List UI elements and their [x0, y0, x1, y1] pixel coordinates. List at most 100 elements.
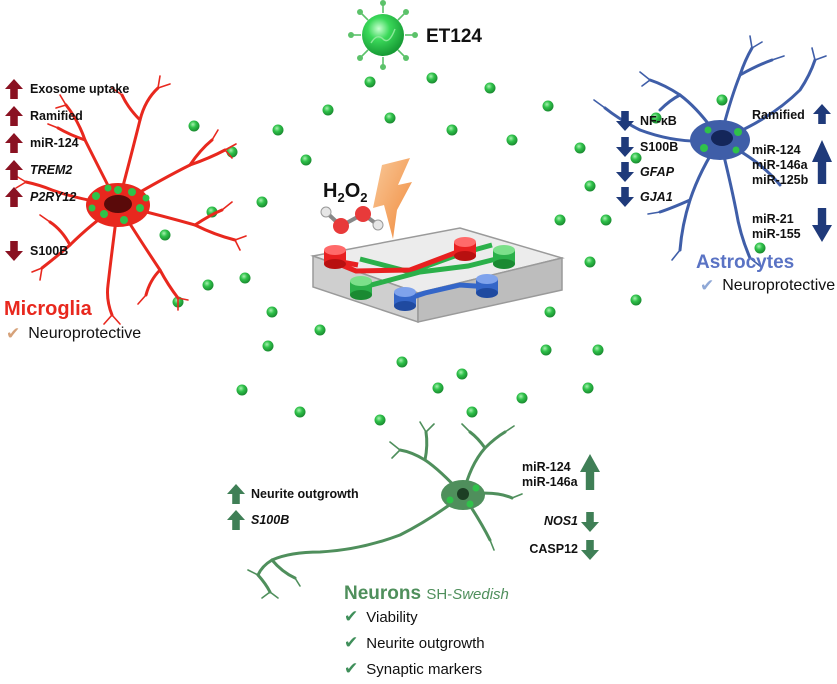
- et124-exosome-icon: [348, 0, 418, 70]
- up-arrow-icon: [812, 140, 832, 184]
- down-arrow-icon: [616, 162, 634, 182]
- down-arrow-icon: [616, 187, 634, 207]
- down-arrow-icon: [616, 137, 634, 157]
- astrocyte-marker-label: GJA1: [640, 190, 673, 204]
- down-arrow-icon: [581, 540, 599, 560]
- microglia-effect: ✔ Neuroprotective: [6, 324, 141, 344]
- neuron-marker-label: S100B: [251, 513, 290, 527]
- neuron-effect-text: Neurite outgrowth: [366, 634, 485, 652]
- astrocyte-mirna-up-label: miR-146a: [752, 158, 808, 172]
- check-icon: ✔: [700, 276, 715, 295]
- astrocyte-marker-label: S100B: [640, 140, 679, 154]
- exosome-dot: [202, 279, 214, 291]
- exosome-dot: [300, 154, 312, 166]
- up-arrow-icon: [5, 106, 23, 126]
- exosome-dot: [600, 214, 612, 226]
- astrocytes-effect: ✔ Neuroprotective: [700, 276, 835, 296]
- microglia-name: Microglia: [4, 298, 92, 320]
- neuron-mirna-up-label: miR-124: [522, 460, 571, 474]
- exosome-dot: [582, 382, 594, 394]
- neuron-effect: ✔ Viability: [344, 607, 418, 627]
- exosome-dot: [592, 344, 604, 356]
- exosome-dot: [322, 104, 334, 116]
- astrocytes-effect-text: Neuroprotective: [722, 277, 836, 294]
- exosome-dot: [506, 134, 518, 146]
- exosome-dot: [630, 294, 642, 306]
- up-arrow-icon: [5, 187, 23, 207]
- microfluidic-chip-icon: [310, 227, 565, 324]
- neuron-effect: ✔Synaptic markers: [344, 659, 482, 679]
- exosome-dot: [544, 306, 556, 318]
- up-arrow-icon: [227, 510, 245, 530]
- exosome-dot: [256, 196, 268, 208]
- exosome-dot: [516, 392, 528, 404]
- astrocyte-cell-icon: [593, 35, 827, 267]
- exosome-dot: [432, 382, 444, 394]
- astrocyte-mirna-up-label: miR-124: [752, 143, 801, 157]
- exosome-dot: [384, 112, 396, 124]
- neurons-cell-line: SH-Swedish: [426, 586, 509, 603]
- down-arrow-icon: [5, 241, 23, 261]
- up-arrow-icon: [5, 160, 23, 180]
- exosome-dot: [716, 94, 728, 106]
- check-icon: ✔: [344, 633, 359, 652]
- astrocyte-mirna-down-label: miR-21: [752, 212, 794, 226]
- exosome-dot: [574, 142, 586, 154]
- exosome-dot: [584, 256, 596, 268]
- neuron-effect-text: Viability: [366, 608, 418, 626]
- down-arrow-icon: [812, 208, 832, 242]
- exosome-dot: [754, 242, 766, 254]
- exosome-dot: [484, 82, 496, 94]
- neurons-name-text: Neurons: [344, 583, 422, 604]
- exosome-dot: [426, 72, 438, 84]
- astrocyte-ramified-label: Ramified: [752, 108, 805, 122]
- exosome-dot: [239, 272, 251, 284]
- exosome-dot: [374, 414, 386, 426]
- astrocyte-marker-label: GFAP: [640, 165, 675, 179]
- h2o2-label: H2O2: [323, 180, 367, 205]
- microglia-marker-label: S100B: [30, 244, 69, 258]
- up-arrow-icon: [580, 454, 600, 490]
- exosome-dot: [542, 100, 554, 112]
- exosome-dot: [650, 112, 662, 124]
- up-arrow-icon: [5, 133, 23, 153]
- microglia-marker-label: miR-124: [30, 136, 79, 150]
- exosome-dot: [554, 214, 566, 226]
- neurons-name: Neurons SH-Swedish: [344, 583, 509, 605]
- down-arrow-icon: [616, 111, 634, 131]
- microglia-marker-label: TREM2: [30, 163, 73, 177]
- lightning-icon: [373, 158, 412, 239]
- up-arrow-icon: [813, 104, 831, 124]
- down-arrow-icon: [581, 512, 599, 532]
- neuron-marker-label: Neurite outgrowth: [251, 487, 359, 501]
- astrocyte-mirna-down-label: miR-155: [752, 227, 801, 241]
- astrocyte-mirna-up-label: miR-125b: [752, 173, 809, 187]
- microglia-marker-label: Ramified: [30, 109, 83, 123]
- microglia-marker-label: Exosome uptake: [30, 82, 130, 96]
- exosome-dot: [266, 306, 278, 318]
- regulation-arrows: [5, 79, 832, 560]
- neuron-effect: ✔ Neurite outgrowth: [344, 633, 485, 653]
- exosome-dot: [466, 406, 478, 418]
- exosome-dot: [584, 180, 596, 192]
- neuron-marker-label: NOS1: [543, 514, 578, 528]
- h2o2-molecule-icon: [320, 206, 384, 234]
- exosome-dot: [294, 406, 306, 418]
- check-icon: ✔: [6, 324, 21, 343]
- exosome-dot: [188, 120, 200, 132]
- microglia-effect-text: Neuroprotective: [28, 325, 142, 342]
- astrocyte-marker-label: NF-κB: [640, 114, 677, 128]
- neuron-cell-icon: [247, 421, 523, 599]
- exosome-dot: [364, 76, 376, 88]
- neuron-marker-label: CASP12: [529, 542, 578, 556]
- exosome-dot: [314, 324, 326, 336]
- exosome-dot: [630, 152, 642, 164]
- up-arrow-icon: [227, 484, 245, 504]
- exosome-dots: [159, 72, 766, 426]
- check-icon: ✔: [344, 607, 359, 626]
- exosome-dot: [540, 344, 552, 356]
- check-icon: ✔: [344, 659, 359, 678]
- exosome-dot: [396, 356, 408, 368]
- microglia-marker-label: P2RY12: [30, 190, 77, 204]
